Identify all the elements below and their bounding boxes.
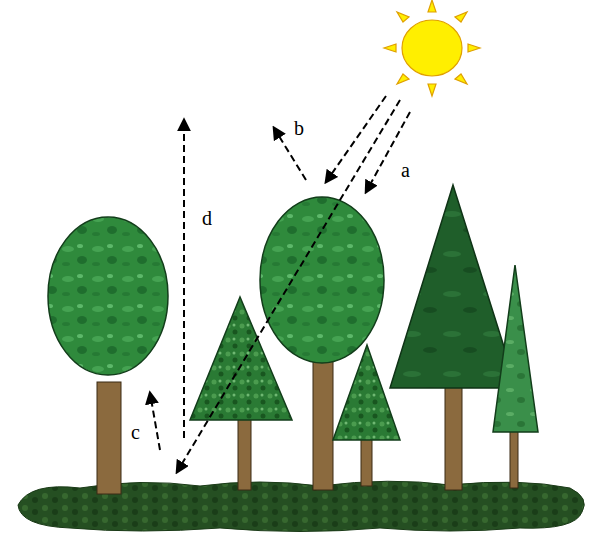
arrow-label: c xyxy=(131,422,140,442)
arrow-label: b xyxy=(294,118,304,138)
arrow-label: d xyxy=(202,208,212,228)
arrow-label: a xyxy=(401,160,410,180)
